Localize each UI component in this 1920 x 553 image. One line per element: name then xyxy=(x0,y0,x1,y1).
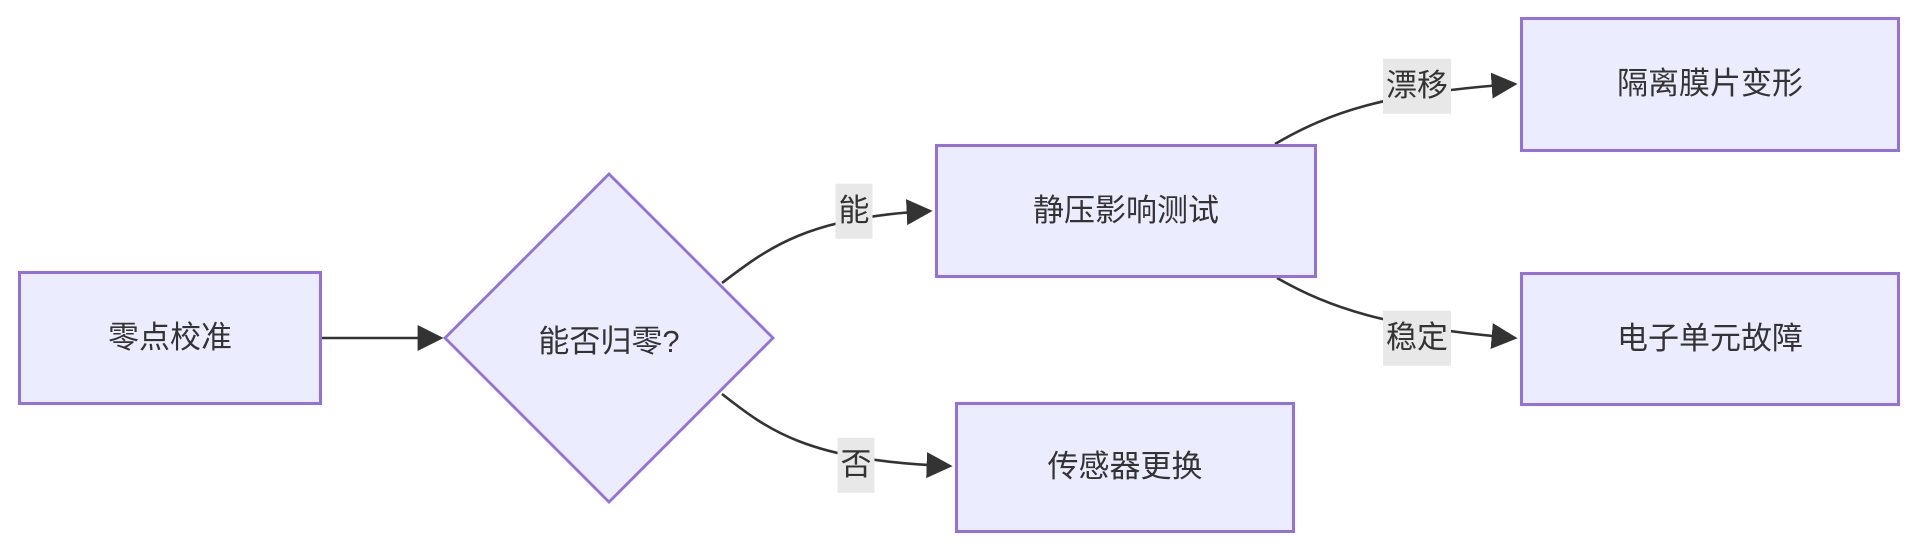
node-sensor-replacement-label: 传感器更换 xyxy=(1047,449,1203,485)
node-static-pressure-test: 静压影响测试 xyxy=(935,144,1317,278)
node-diaphragm-deformation-label: 隔离膜片变形 xyxy=(1617,66,1803,102)
node-decision: 能否归零? xyxy=(469,308,749,368)
node-static-pressure-test-label: 静压影响测试 xyxy=(1033,192,1219,228)
edge-decision-to-static-test xyxy=(721,199,933,285)
edge-label-can: 能 xyxy=(835,183,873,239)
node-decision-label: 能否归零? xyxy=(538,323,680,359)
decision-diamond-shape xyxy=(443,172,775,504)
edge-decision-to-sensor-replacement xyxy=(721,392,953,479)
edge-static-test-to-diaphragm xyxy=(1274,72,1518,146)
edge-static-test-to-electronic xyxy=(1276,276,1518,349)
edge-label-stable: 稳定 xyxy=(1383,310,1451,366)
edge-label-cannot: 否 xyxy=(837,437,875,493)
node-diaphragm-deformation: 隔离膜片变形 xyxy=(1520,17,1900,152)
edge-label-drift: 漂移 xyxy=(1383,58,1451,114)
node-sensor-replacement: 传感器更换 xyxy=(955,402,1295,533)
node-zero-calibration-label: 零点校准 xyxy=(108,319,232,355)
node-zero-calibration: 零点校准 xyxy=(18,271,322,405)
node-electronic-unit-failure-label: 电子单元故障 xyxy=(1617,320,1803,356)
node-electronic-unit-failure: 电子单元故障 xyxy=(1520,272,1900,406)
